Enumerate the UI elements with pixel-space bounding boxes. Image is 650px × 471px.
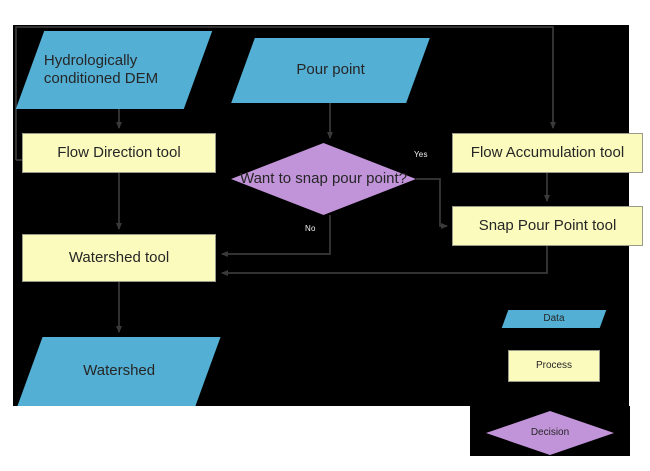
node-label: Hydrologically conditioned DEM: [44, 51, 159, 87]
node-flow-direction-tool[interactable]: Flow Direction tool: [22, 133, 216, 173]
node-snap-pour-point-tool[interactable]: Snap Pour Point tool: [452, 206, 643, 246]
node-watershed[interactable]: Watershed: [17, 337, 221, 406]
edge-label-yes: Yes: [414, 150, 428, 159]
node-watershed-tool[interactable]: Watershed tool: [22, 234, 216, 282]
node-label: Flow Direction tool: [57, 143, 181, 161]
diamond-shape: [486, 411, 614, 455]
legend-item-data: Data: [501, 310, 607, 328]
node-flow-accumulation-tool[interactable]: Flow Accumulation tool: [452, 133, 643, 173]
node-label: Snap Pour Point tool: [478, 216, 617, 234]
legend-label: Process: [535, 359, 573, 371]
edge-label-no: No: [305, 224, 316, 233]
node-label: Flow Accumulation tool: [470, 143, 625, 161]
node-label: Want to snap pour point?: [239, 170, 408, 187]
node-decision-want-to-snap-pour-point[interactable]: Want to snap pour point?: [231, 143, 416, 215]
diamond-shape: [231, 143, 416, 215]
legend-item-process: Process: [508, 350, 600, 382]
node-label: Watershed tool: [68, 248, 170, 266]
legend-label: Data: [543, 312, 565, 324]
legend-item-decision: Decision: [486, 411, 614, 455]
node-label: Pour point: [296, 61, 365, 79]
node-pour-point[interactable]: Pour point: [231, 38, 430, 103]
legend-label: Decision: [530, 427, 570, 438]
node-hydrologically-conditioned-dem[interactable]: Hydrologically conditioned DEM: [15, 31, 213, 109]
node-label: Watershed: [83, 362, 155, 380]
